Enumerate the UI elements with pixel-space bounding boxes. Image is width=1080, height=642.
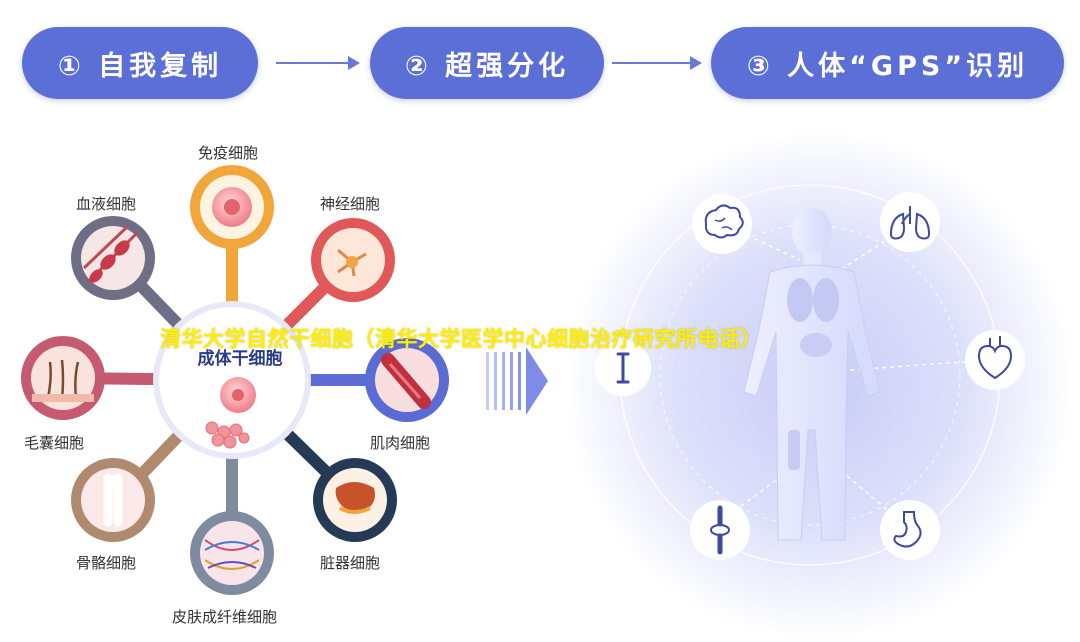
immune-cell-node [190,165,274,249]
flow-arrow-1 [276,56,360,70]
knee-joint-icon [690,500,750,560]
label-immune-cell: 免疫细胞 [198,144,259,162]
label-adult-stem-cell: 成体干细胞 [197,349,283,369]
hair-follicle-cell-node [21,336,105,420]
skin-fibroblast-cell-node [190,511,274,595]
bone-icon [595,340,651,396]
label-nerve-cell: 神经细胞 [320,195,381,213]
stomach-icon [880,500,940,560]
adult-stem-cell-hub [153,301,311,459]
watermark-text: 清华大学自然干细胞（清华大学医学中心细胞治疗研究所电话） [160,327,762,351]
human-body-icon [743,208,881,541]
label-bone-cell: 骨骼细胞 [76,554,137,572]
organ-cell-node [313,458,397,542]
step-differentiation: ② 超强分化 [370,27,604,99]
label-blood-cell: 血液细胞 [76,195,137,213]
brain-icon [692,194,752,254]
organ-connectors [714,227,991,526]
nerve-cell-node [311,218,395,302]
muscle-cell-node [365,338,449,422]
heart-icon [965,330,1025,390]
step-self-replication: ① 自我复制 [22,27,258,99]
bone-cell-node [71,458,155,542]
label-skin-fibroblast-cell: 皮肤成纤维细胞 [172,608,278,626]
label-organ-cell: 脏器细胞 [320,554,381,572]
transition-arrow [486,347,548,415]
step-gps-recognition: ③ 人体“GPS”识别 [711,27,1064,99]
blood-cell-node [71,216,155,300]
label-hair-follicle-cell: 毛囊细胞 [24,434,85,452]
label-muscle-cell: 肌肉细胞 [370,434,431,452]
lungs-icon [880,192,940,252]
flow-arrow-2 [612,56,702,70]
